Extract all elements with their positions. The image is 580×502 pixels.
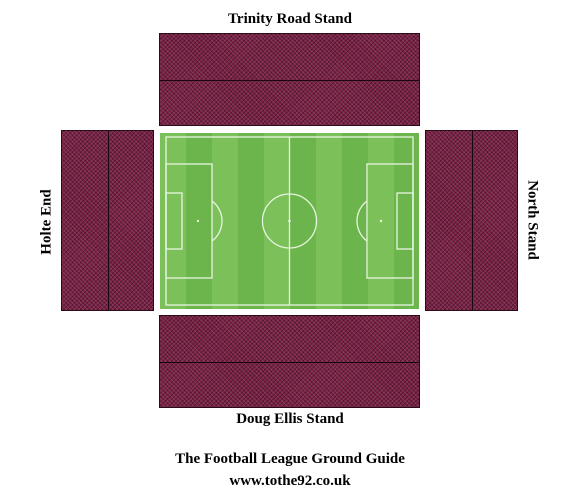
trinity-road-stand: [159, 33, 420, 126]
guide-title: The Football League Ground Guide: [175, 451, 405, 467]
tier-divider: [160, 361, 419, 363]
guide-url: www.tothe92.co.uk: [229, 473, 351, 489]
pitch: [157, 130, 422, 312]
stand-label-doug-ellis: Doug Ellis Stand: [236, 411, 344, 427]
right-six-yard-box: [396, 192, 414, 250]
right-penalty-arc: [356, 200, 368, 242]
holte-end-stand: [61, 130, 154, 311]
right-penalty-spot: [379, 219, 383, 223]
stand-label-trinity-road: Trinity Road Stand: [228, 11, 352, 27]
pitch-stripes: [160, 133, 419, 309]
tier-divider: [471, 131, 473, 310]
tier-divider: [107, 131, 109, 310]
stand-label-holte-end: Holte End: [38, 189, 55, 255]
pitch-spots: [196, 219, 383, 223]
stand-label-north-stand: North Stand: [524, 180, 541, 260]
centre-circle: [261, 193, 318, 249]
left-penalty-spot: [196, 219, 200, 223]
centre-spot: [288, 219, 291, 223]
north-stand: [425, 130, 518, 311]
doug-ellis-stand: [159, 315, 420, 408]
tier-divider: [160, 79, 419, 81]
left-six-yard-box: [165, 192, 183, 250]
left-penalty-arc: [211, 200, 223, 242]
